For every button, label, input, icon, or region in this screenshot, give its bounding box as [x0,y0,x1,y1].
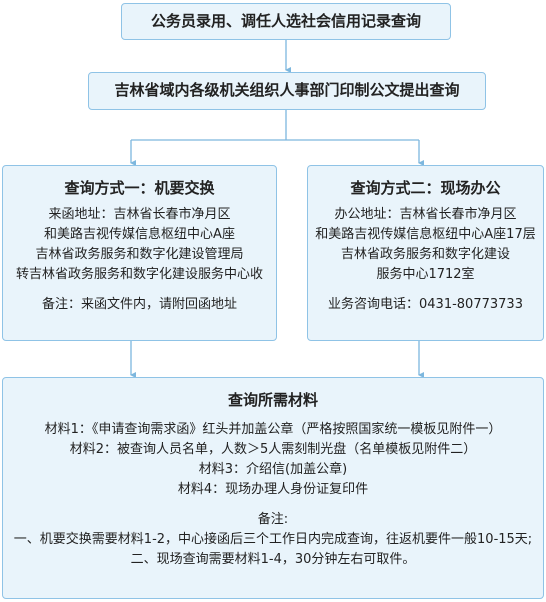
box-required-materials: 查询所需材料 材料1：《申请查询需求函》红头并加盖公章（严格按照国家统一模板见附… [2,377,544,599]
material-item: 材料2：被查询人员名单，人数＞5人需刻制光盘（名单模板见附件二） [69,442,477,457]
second-box-title: 吉林省域内各级机关组织人事部门印制公文提出查询 [114,81,460,99]
top-box-title: 公务员录用、调任人选社会信用记录查询 [150,12,421,30]
note-item: 二、现场查询需要材料1-4，30分钟左右可取件。 [130,552,416,567]
left-box-note: 备注：来函文件内，请附回函地址 [41,297,237,312]
notes-title: 备注: [257,512,289,527]
box-query-submission: 吉林省域内各级机关组织人事部门印制公文提出查询 [88,72,486,110]
right-address-line: 服务中心1712室 [376,267,475,282]
left-address-line: 和美路吉视传媒信息枢纽中心A座 [44,227,235,242]
box-credit-record-query: 公务员录用、调任人选社会信用记录查询 [121,3,451,40]
right-box-phone: 业务咨询电话：0431-80773733 [328,297,523,312]
left-address-line: 转吉林省政务服务和数字化建设服务中心收 [15,267,263,282]
right-address-line: 和美路吉视传媒信息枢纽中心A座17层 [315,227,536,242]
material-item: 材料3：介绍信(加盖公章) [198,462,348,477]
right-address-line: 办公地址：吉林省长春市净月区 [334,207,517,222]
material-item: 材料1：《申请查询需求函》红头并加盖公章（严格按照国家统一模板见附件一） [44,422,502,437]
right-box-title: 查询方式二：现场办公 [350,179,501,197]
material-item: 材料4：现场办理人身份证复印件 [177,482,369,497]
bottom-box-title: 查询所需材料 [227,391,318,409]
box-method-confidential-exchange: 查询方式一：机要交换 来函地址：吉林省长春市净月区 和美路吉视传媒信息枢纽中心A… [2,165,277,341]
note-item: 一、机要交换需要材料1-2，中心接函后三个工作日内完成查询，往返机要件一般10-… [13,532,533,547]
left-address-line: 吉林省政务服务和数字化建设管理局 [35,247,244,262]
box-method-onsite-office: 查询方式二：现场办公 办公地址：吉林省长春市净月区 和美路吉视传媒信息枢纽中心A… [307,165,544,341]
left-box-title: 查询方式一：机要交换 [64,179,215,197]
right-address-line: 吉林省政务服务和数字化建设 [340,247,510,262]
left-address-line: 来函地址：吉林省长春市净月区 [48,207,231,222]
